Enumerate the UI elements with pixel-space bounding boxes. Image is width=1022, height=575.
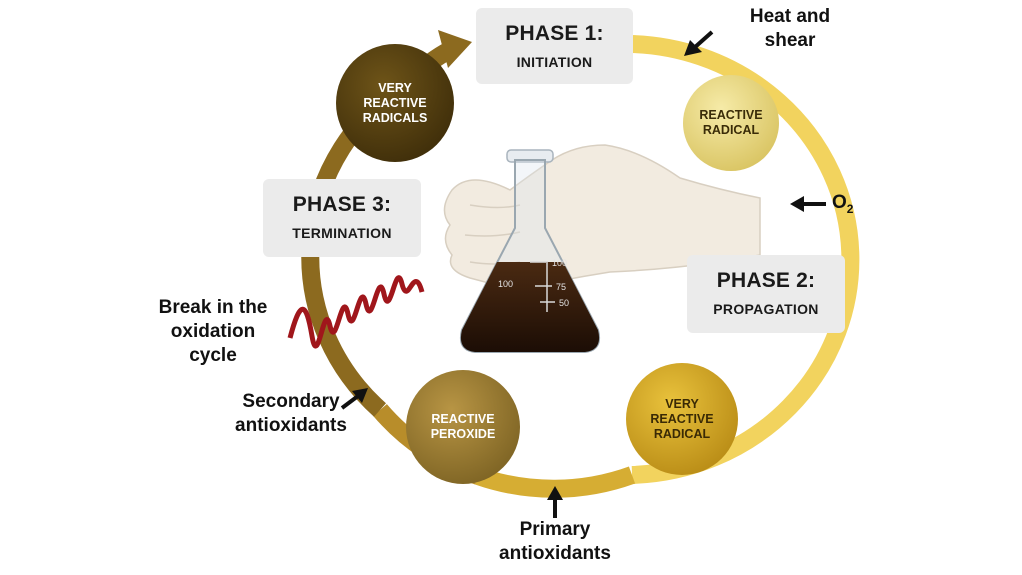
node-very-reactive-radical: VERY REACTIVE RADICAL <box>626 363 738 475</box>
secondary-line: Secondary <box>242 391 340 412</box>
node-label-line: RADICALS <box>362 110 428 125</box>
oxygen-symbol: O <box>832 192 847 213</box>
phase-2-box: PHASE 2: PROPAGATION <box>687 255 845 333</box>
node-reactive-peroxide: REACTIVE PEROXIDE <box>406 370 520 484</box>
node-label-line: REACTIVE <box>363 95 427 110</box>
primary-antioxidants-label: Primary antioxidants <box>488 518 622 566</box>
secondary-antioxidants-label: Secondary antioxidants <box>226 390 356 438</box>
flask-mark-75: 75 <box>556 282 566 292</box>
hand-with-flask-image: 100 100 75 50 <box>443 144 761 353</box>
phase-1-box: PHASE 1: INITIATION <box>476 8 633 84</box>
node-label-line: RADICAL <box>653 426 711 441</box>
break-wave <box>287 275 425 349</box>
node-reactive-radical-circle <box>683 75 779 171</box>
primary-antioxidants-arrow <box>547 486 563 518</box>
heat-shear-line: Heat and <box>749 6 831 27</box>
break-line: Break in the <box>158 297 268 318</box>
phase-1-title: PHASE 1: <box>505 22 604 45</box>
flask-mark-50: 50 <box>559 298 569 308</box>
oxygen-subscript: 2 <box>846 201 854 216</box>
node-label-line: REACTIVE <box>431 412 495 426</box>
ring-arrowhead <box>438 30 472 68</box>
node-label-line: VERY <box>378 80 412 95</box>
heat-shear-label: Heat and shear <box>738 5 842 53</box>
node-label-line: PEROXIDE <box>430 427 496 441</box>
secondary-line: antioxidants <box>235 415 347 436</box>
primary-line: antioxidants <box>499 543 611 564</box>
phase-2-subtitle: PROPAGATION <box>713 301 819 317</box>
phase-3-title: PHASE 3: <box>292 193 392 216</box>
break-line: cycle <box>189 345 237 366</box>
phase-3-box: PHASE 3: TERMINATION <box>263 179 421 257</box>
break-line: oxidation <box>170 321 256 342</box>
node-label-line: RADICAL <box>702 123 760 137</box>
node-label-line: REACTIVE <box>699 108 763 122</box>
phase-3-subtitle: TERMINATION <box>292 225 392 241</box>
break-label: Break in the oxidation cycle <box>150 296 276 368</box>
secondary-antioxidants-arrow <box>340 388 368 410</box>
node-reactive-radical: REACTIVE RADICAL <box>683 75 779 171</box>
node-label-line: REACTIVE <box>650 411 714 426</box>
heat-shear-arrow <box>684 30 714 56</box>
heat-shear-line: shear <box>764 30 816 51</box>
flask-mark-left: 100 <box>498 279 513 289</box>
node-reactive-peroxide-circle <box>406 370 520 484</box>
phase-2-title: PHASE 2: <box>716 269 816 292</box>
flask-mark-100: 100 <box>552 258 567 268</box>
node-very-reactive-radicals-circle <box>336 44 454 162</box>
oxygen-arrow <box>790 196 826 212</box>
phase-1-subtitle: INITIATION <box>516 54 593 70</box>
oxygen-label: O2 <box>832 192 853 216</box>
node-very-reactive-radical-circle <box>626 363 738 475</box>
primary-line: Primary <box>519 519 591 540</box>
node-very-reactive-radicals: VERY REACTIVE RADICALS <box>336 44 454 162</box>
node-label-line: VERY <box>665 396 699 411</box>
